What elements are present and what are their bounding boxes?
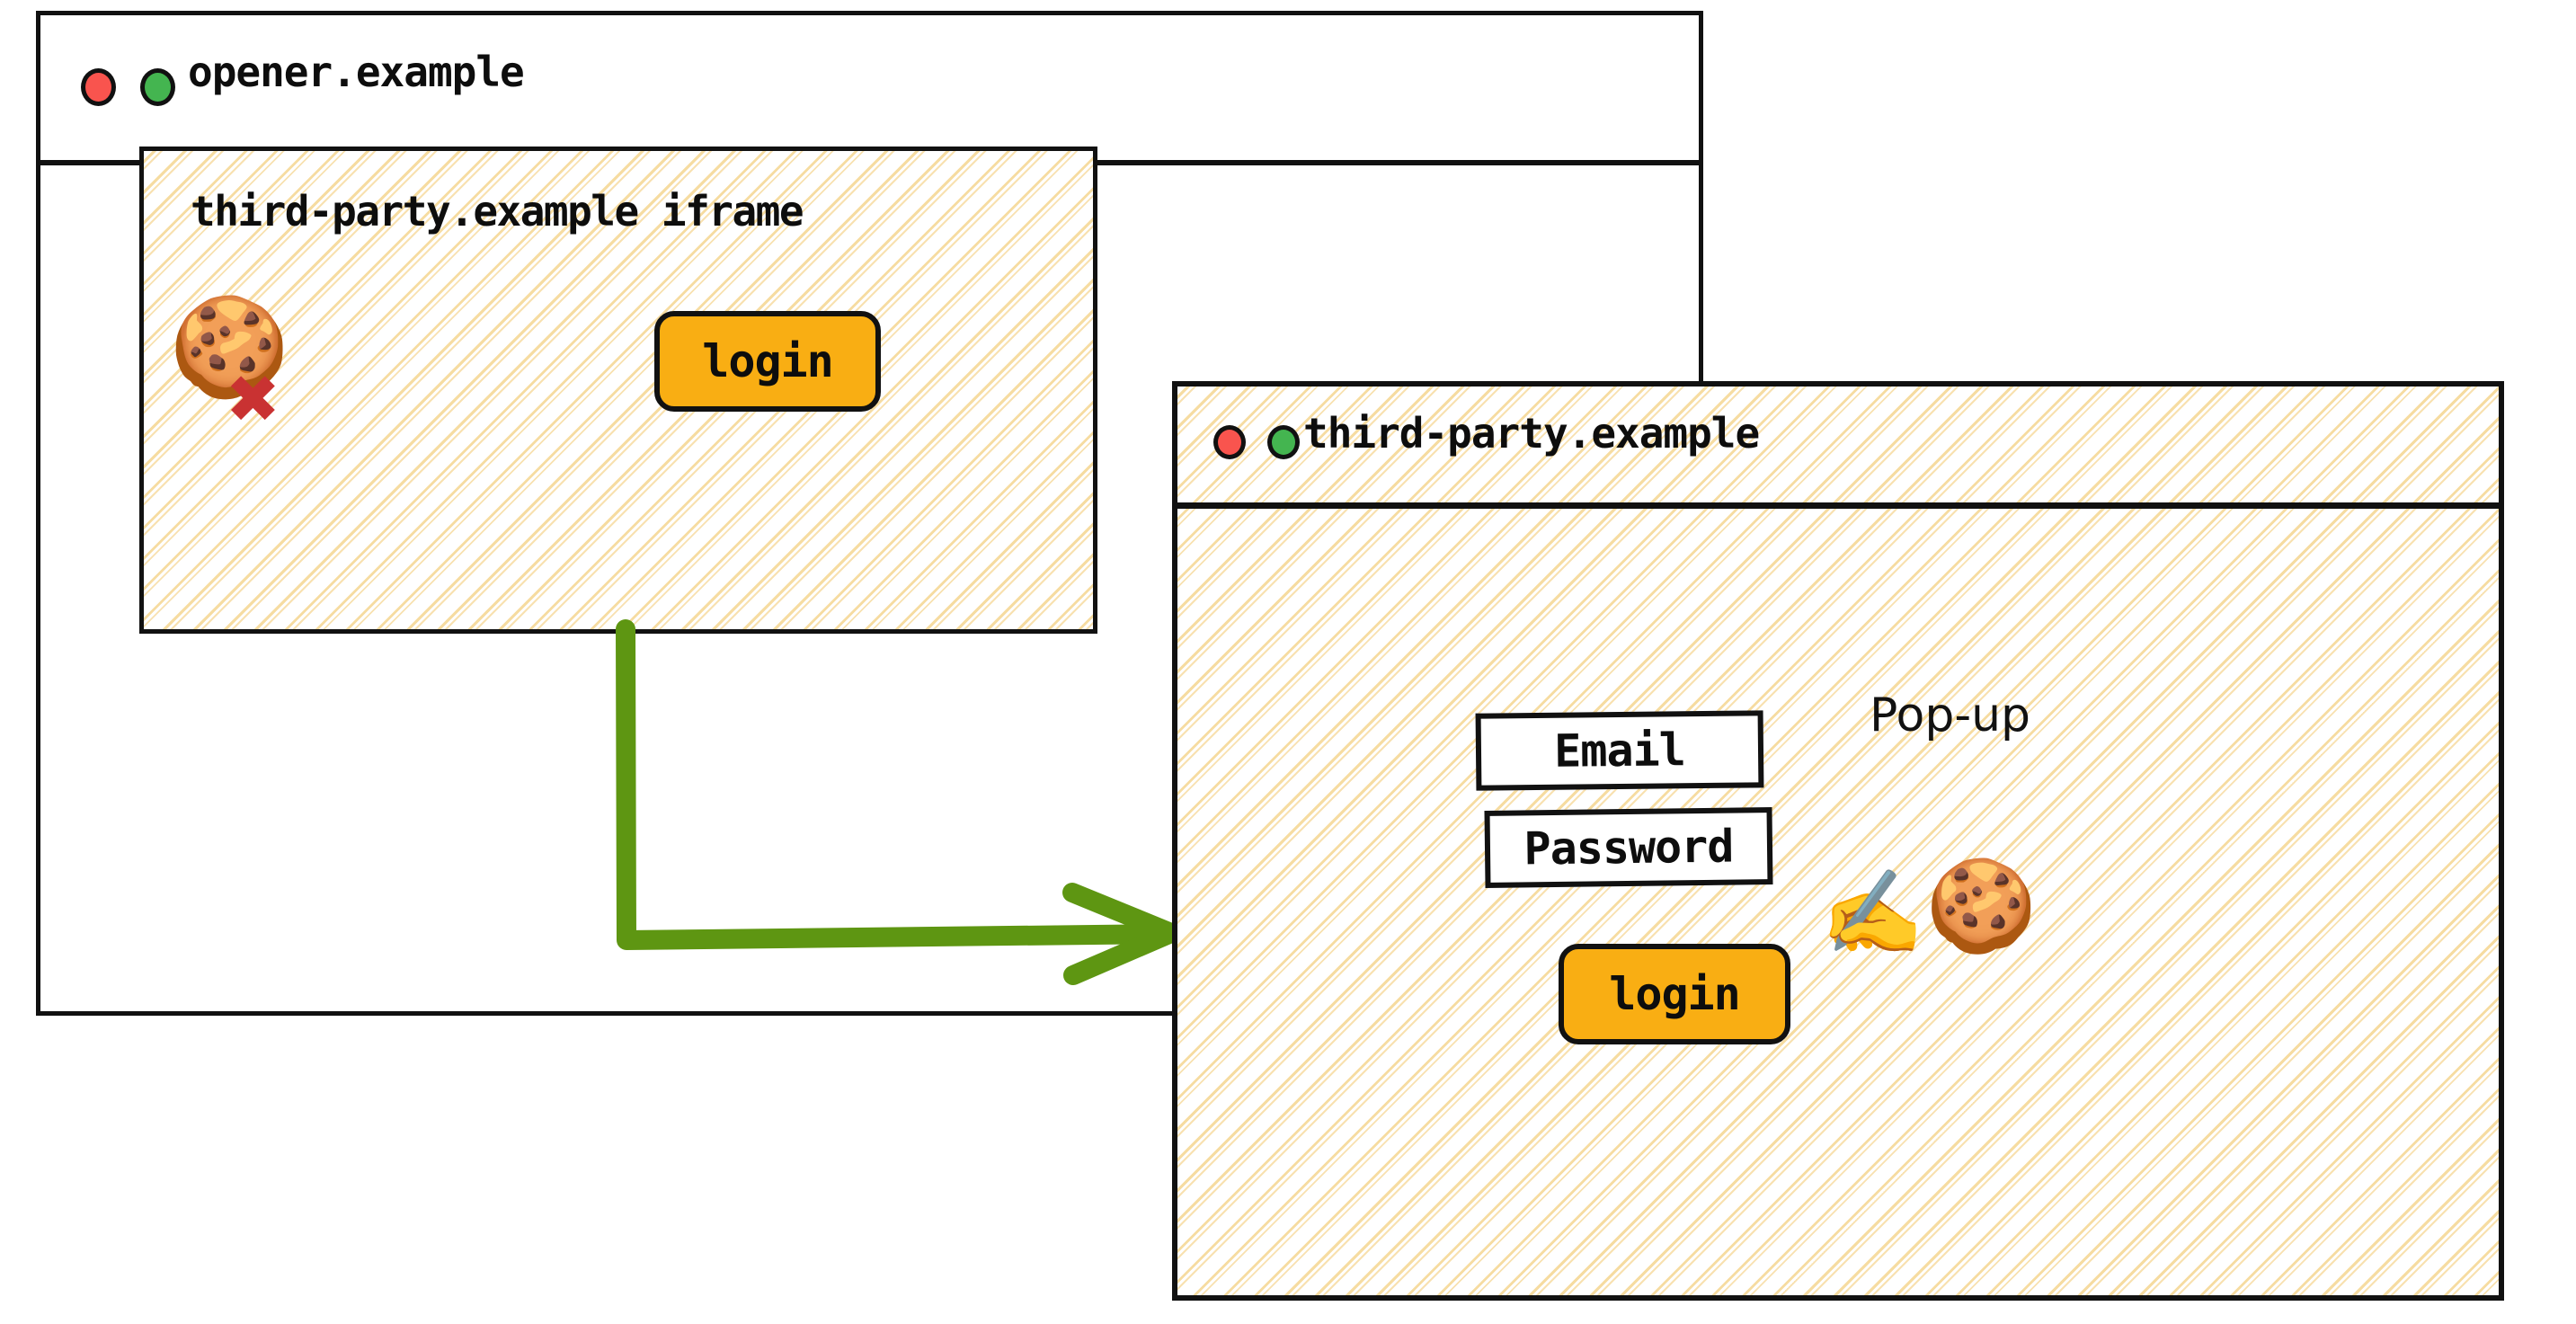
iframe-label: third-party.example iframe <box>191 187 804 235</box>
close-icon[interactable] <box>81 68 116 106</box>
blocked-cookie-group: 🍪 ✖ <box>169 299 349 452</box>
popup-window-controls <box>1213 425 1300 459</box>
popup-browser-window: third-party.example Email Password login… <box>1172 381 2504 1301</box>
popup-login-button[interactable]: login <box>1559 944 1790 1044</box>
popup-window-title: third-party.example <box>1303 409 1760 458</box>
close-icon[interactable] <box>1213 425 1246 459</box>
opener-window-controls <box>81 68 175 106</box>
third-party-iframe: third-party.example iframe 🍪 ✖ login <box>139 147 1097 634</box>
maximize-icon[interactable] <box>140 68 175 106</box>
maximize-icon[interactable] <box>1267 425 1300 459</box>
popup-window-titlebar: third-party.example <box>1177 387 2499 509</box>
cookie-icon: 🍪 <box>169 291 290 404</box>
password-field[interactable]: Password <box>1484 807 1773 888</box>
cookie-write-group: ✍️ 🍪 <box>1821 861 2100 969</box>
popup-annotation-label: Pop-up <box>1870 689 2031 742</box>
cookie-icon: 🍪 <box>1925 853 2038 958</box>
opener-window-titlebar: opener.example <box>40 15 1699 165</box>
email-field[interactable]: Email <box>1475 710 1764 791</box>
opener-window-title: opener.example <box>188 48 525 96</box>
iframe-login-button[interactable]: login <box>654 311 881 412</box>
cross-mark-icon: ✖ <box>228 348 280 449</box>
writing-hand-icon: ✍️ <box>1821 865 1924 961</box>
